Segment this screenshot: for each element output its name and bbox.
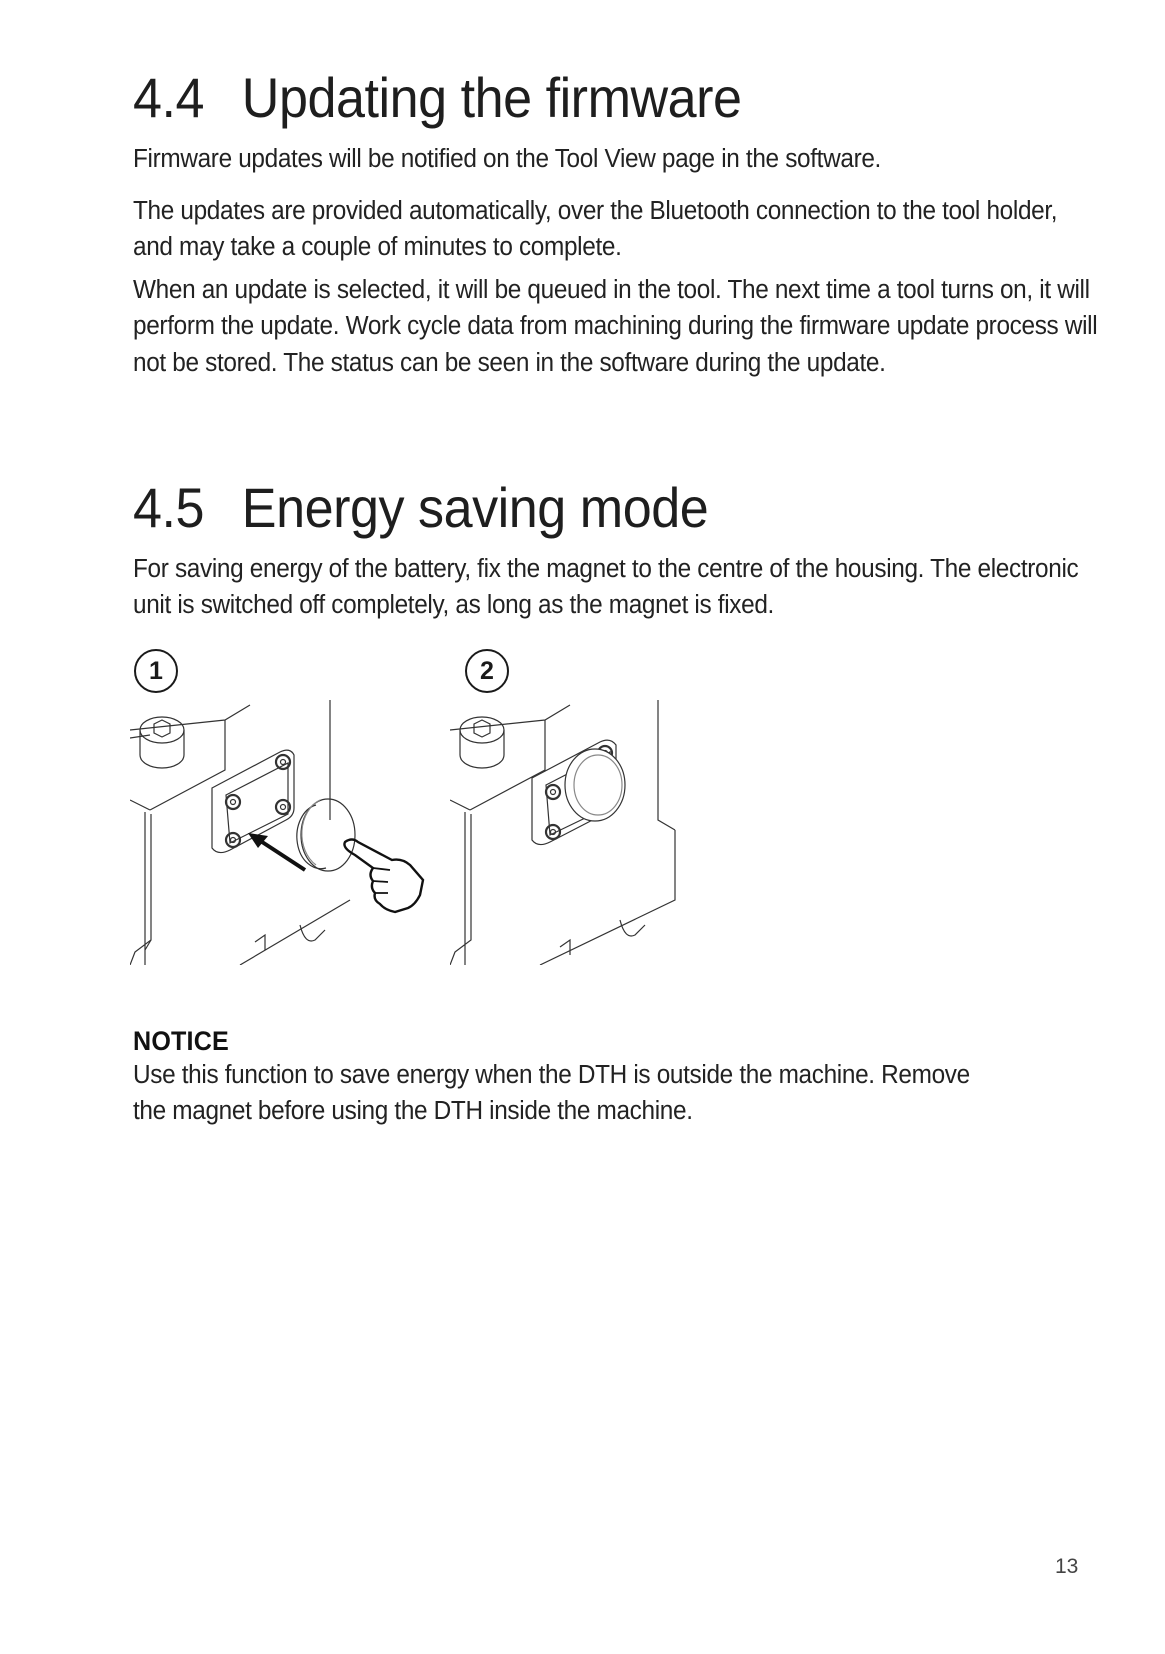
step-marker-1: 1 (134, 649, 178, 693)
section-number: 4.4 (133, 66, 205, 129)
paragraph: Firmware updates will be notified on the… (133, 145, 881, 173)
section-title: Updating the firmware (241, 66, 742, 129)
notice-title: NOTICE (133, 1026, 229, 1056)
step-1-drawing (130, 700, 425, 965)
step-2-drawing (450, 700, 676, 965)
energy-saving-illustration: 1 2 (130, 645, 710, 965)
notice-text: Use this function to save energy when th… (133, 1061, 970, 1126)
paragraph: When an update is selected, it will be q… (133, 276, 1098, 377)
paragraph: For saving energy of the battery, fix th… (133, 555, 1079, 620)
section-heading-4-5: 4.5 Energy saving mode (133, 476, 709, 539)
page-number: 13 (1055, 1555, 1079, 1578)
step-marker-2: 2 (465, 649, 509, 693)
paragraph: The updates are provided automatically, … (133, 197, 1058, 262)
section-title: Energy saving mode (241, 476, 709, 539)
section-number: 4.5 (133, 476, 205, 539)
